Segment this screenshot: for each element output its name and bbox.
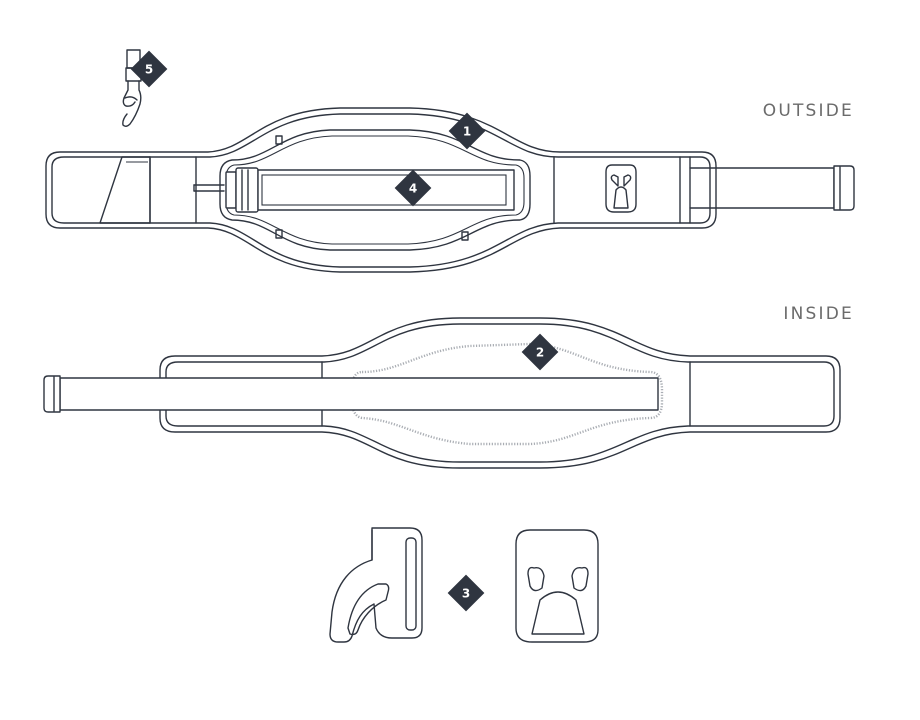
callout-3-number: 3 <box>462 587 470 601</box>
belt-inside-view <box>43 317 841 469</box>
callout-1: 1 <box>448 112 486 150</box>
callout-5: 5 <box>130 50 168 88</box>
callout-2-number: 2 <box>536 346 544 360</box>
callout-1-number: 1 <box>463 125 471 139</box>
outside-view-label: OUTSIDE <box>762 101 854 121</box>
callout-2: 2 <box>521 333 559 371</box>
clip-side-view <box>329 527 423 643</box>
callout-5-number: 5 <box>145 63 153 77</box>
inside-view-label: INSIDE <box>783 304 854 324</box>
callout-3: 3 <box>447 574 485 612</box>
callout-4-number: 4 <box>409 182 417 196</box>
clip-front-view <box>515 529 599 643</box>
callout-4: 4 <box>394 169 432 207</box>
belt-outside-view <box>45 107 855 273</box>
